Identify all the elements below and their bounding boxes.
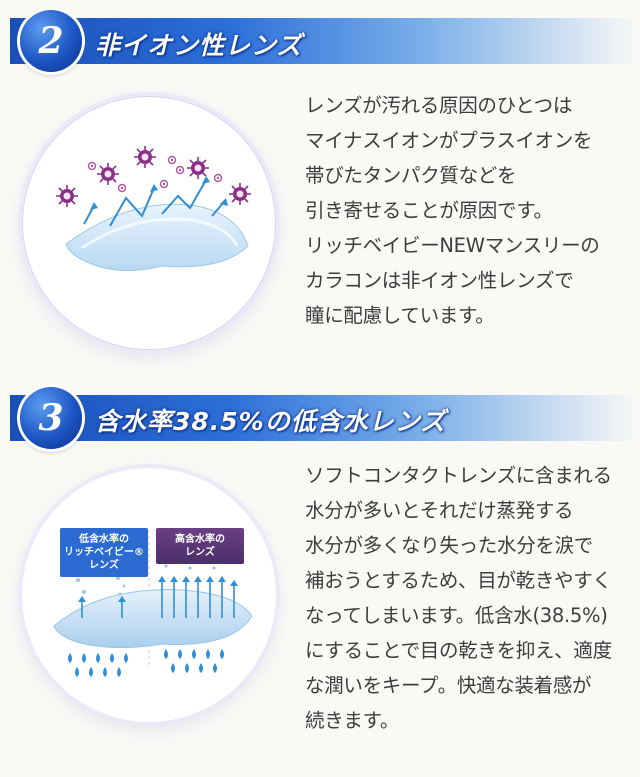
virus-icon [55, 145, 252, 208]
section-low-water-content: 3 含水率38.5%の低含水レンズ [0, 385, 640, 777]
water-content-illustration: 低含水率の リッチベイビー® レンズ 高含水率の レンズ [22, 468, 276, 722]
section-number-badge: 2 [20, 10, 82, 72]
description-line: 帯びたタンパク質などを [305, 164, 517, 187]
badge-line: リッチベイビー® [64, 547, 144, 558]
description-line: カラコンは非イオン性レンズで [305, 269, 574, 292]
description-line: リッチベイビーNEWマンスリーの [305, 234, 600, 257]
description-line: マイナスイオンがプラスイオンを [305, 129, 593, 152]
badge-line: レンズ [185, 547, 215, 558]
description-line: 補おうとするため、目が乾きやすく [305, 569, 612, 592]
description-line: レンズが汚れる原因のひとつは [305, 94, 573, 117]
lens-icon [65, 203, 249, 272]
section-non-ionic-lens: 2 非イオン性レンズ [0, 0, 640, 380]
section-title: 非イオン性レンズ [95, 31, 303, 60]
section-title-bar [10, 395, 640, 441]
lens-comparison-illustration [22, 468, 276, 722]
lens-icon [53, 589, 253, 649]
non-ionic-illustration [22, 96, 276, 350]
section-description: ソフトコンタクトレンズに含まれる水分が多いとそれだけ蒸発する水分が多くなり失った… [305, 458, 612, 738]
badge-line: レンズ [89, 560, 119, 571]
low-water-badge: 低含水率の リッチベイビー® レンズ [60, 528, 148, 577]
section-number-badge: 3 [20, 387, 82, 449]
high-water-badge: 高含水率の レンズ [156, 528, 244, 564]
section-title-bar [10, 18, 640, 64]
section-description: レンズが汚れる原因のひとつはマイナスイオンがプラスイオンを帯びたタンパク質などを… [305, 88, 600, 333]
arrow-icon [83, 179, 225, 227]
badge-line: 低含水率の [79, 534, 129, 545]
description-line: 引き寄せることが原因です。 [305, 199, 553, 222]
virus-lens-illustration [55, 145, 252, 272]
arrow-icon [81, 600, 123, 618]
section-title: 含水率38.5%の低含水レンズ [95, 407, 447, 436]
description-line: 水分が多いとそれだけ蒸発する [305, 499, 574, 522]
description-line: にすることで目の乾きを抑え、適度 [305, 639, 612, 662]
description-line: 水分が多くなり失った水分を涙で [305, 534, 594, 557]
description-line: ソフトコンタクトレンズに含まれる [305, 464, 612, 487]
description-line: な潤いをキープ。快適な装着感が [305, 674, 592, 697]
description-line: なってしまいます。低含水(38.5%) [305, 604, 608, 627]
badge-line: 高含水率の [175, 534, 225, 545]
description-line: 瞳に配慮しています。 [305, 304, 495, 327]
description-line: 続きます。 [305, 709, 400, 732]
